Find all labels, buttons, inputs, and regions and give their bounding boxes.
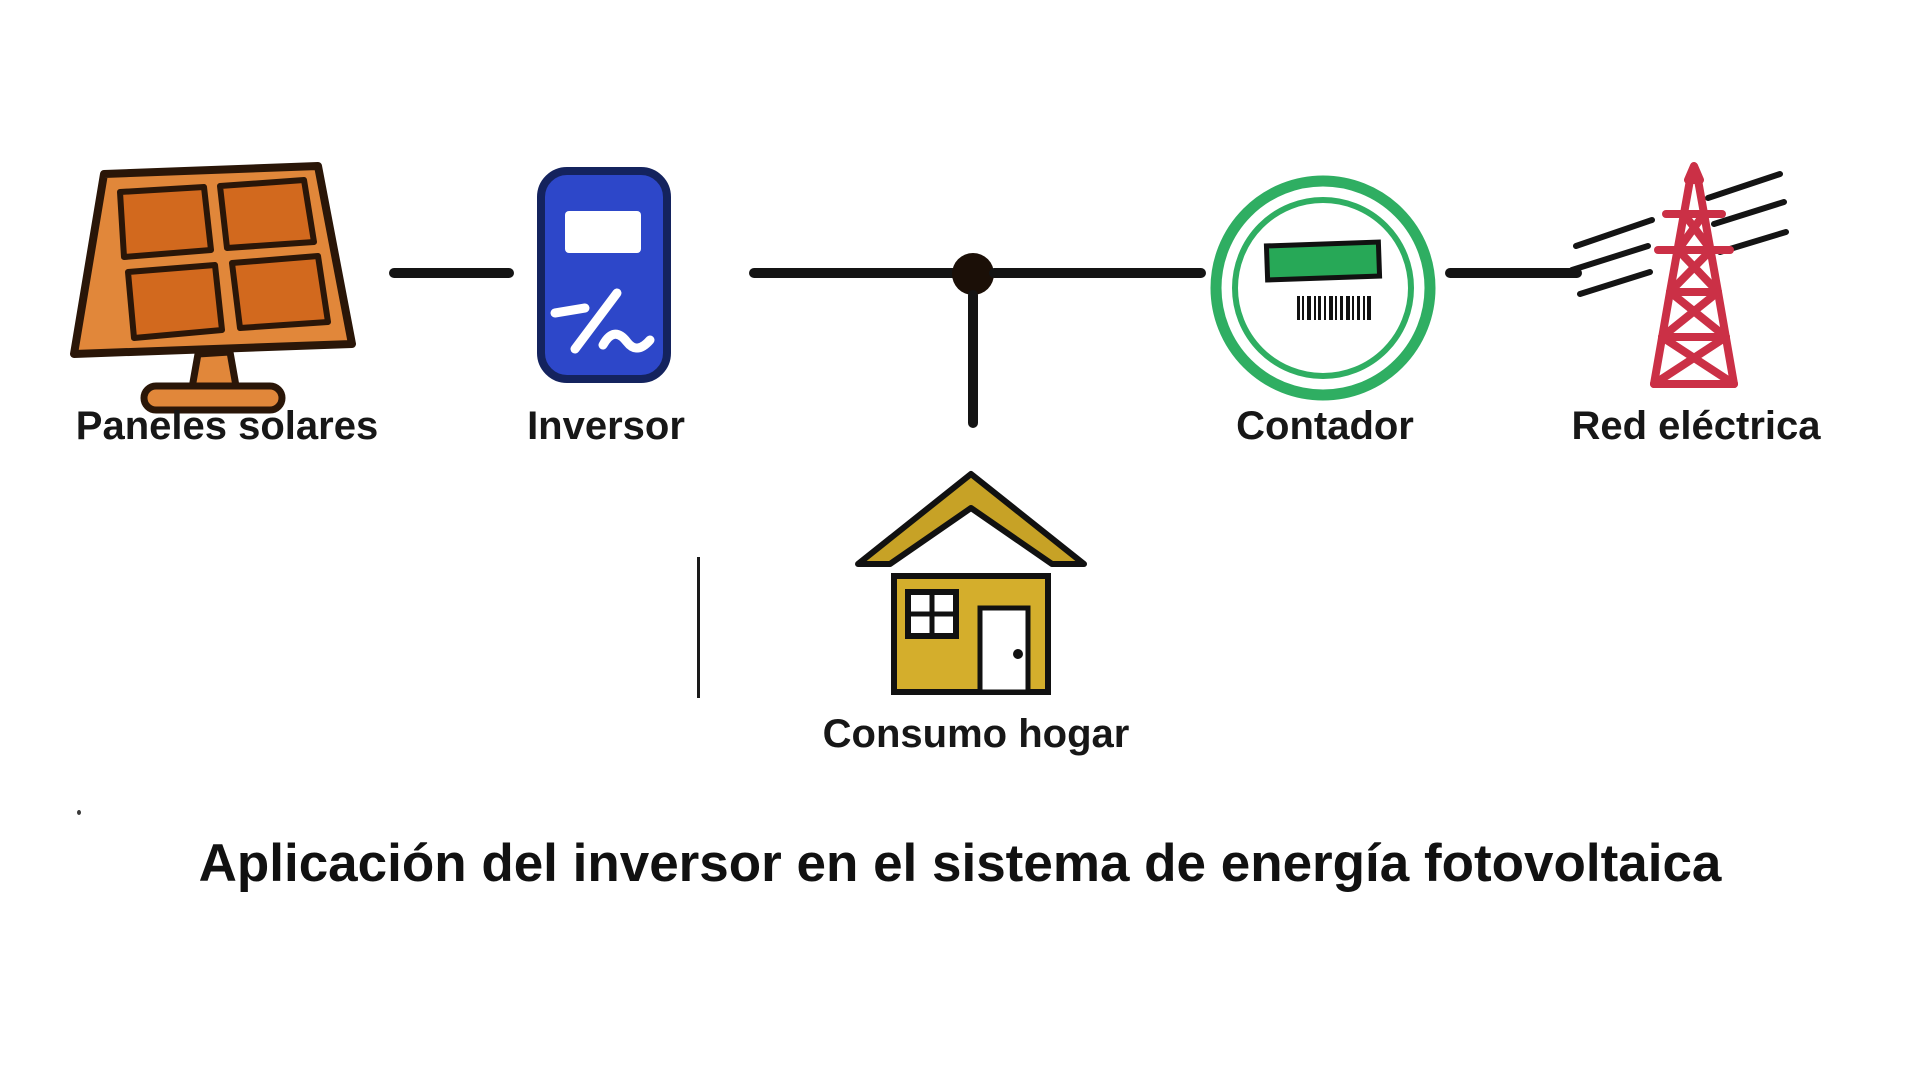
house-window	[905, 589, 959, 639]
inverter-label: Inversor	[527, 404, 685, 448]
meter-display	[1263, 239, 1383, 283]
meter-icon	[1210, 175, 1436, 401]
house-icon	[855, 471, 1087, 695]
solar-panels-label: Paneles solares	[75, 404, 379, 448]
node-grid	[1568, 162, 1796, 402]
power-tower-icon	[1569, 162, 1789, 388]
connector-junction-house	[968, 290, 978, 428]
diagram-title: Aplicación del inversor en el sistema de…	[198, 834, 1722, 893]
node-solar-panels	[64, 158, 360, 414]
node-inverter	[533, 165, 675, 387]
connector-junction-meter	[989, 268, 1206, 278]
node-home	[852, 462, 1090, 704]
junction-node	[952, 253, 994, 295]
meter-label: Contador	[1236, 404, 1414, 448]
connector-inverter-junction	[749, 268, 959, 278]
house-door	[977, 605, 1031, 695]
connector-panels-inverter	[389, 268, 514, 278]
home-label: Consumo hogar	[822, 712, 1130, 756]
solar-panel-icon	[70, 162, 356, 414]
grid-label: Red eléctrica	[1571, 404, 1821, 448]
connector-meter-grid	[1445, 268, 1582, 278]
barcode	[1297, 296, 1371, 320]
dc-ac-symbol	[550, 288, 655, 354]
stray-vertical-line	[697, 557, 700, 698]
inverter-icon	[537, 167, 671, 383]
tower-lattice	[1650, 162, 1738, 388]
stray-dot	[77, 810, 81, 815]
house-roof	[855, 471, 1087, 567]
inverter-display	[565, 211, 641, 253]
node-meter	[1205, 170, 1441, 406]
